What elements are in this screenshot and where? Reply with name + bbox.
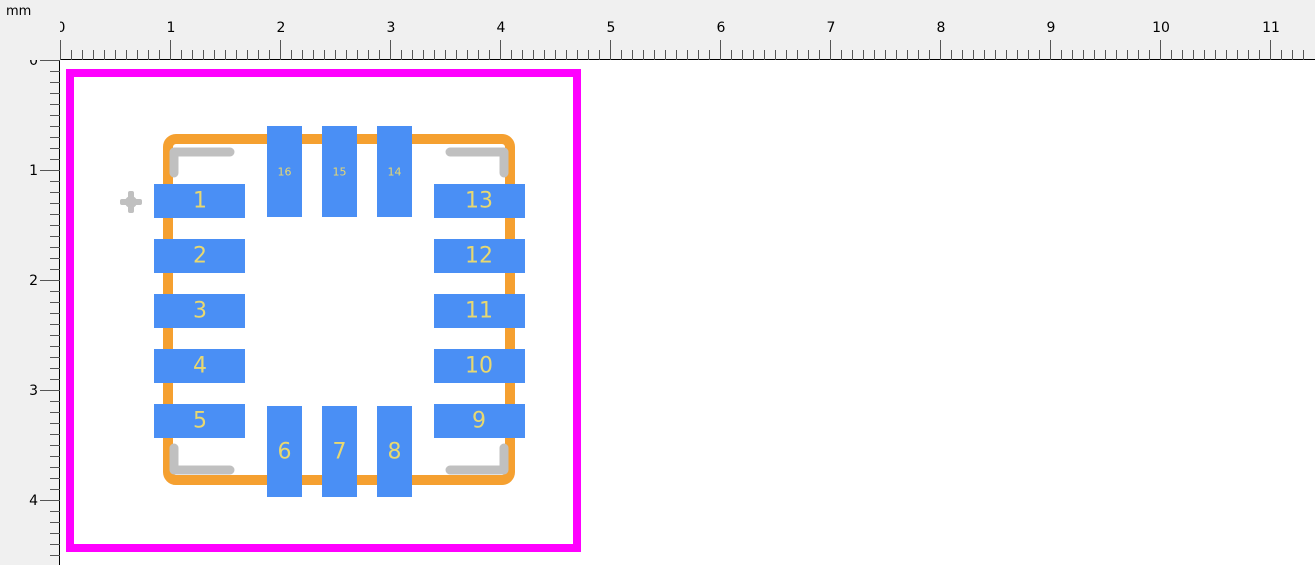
pad-label: 1: [193, 189, 207, 214]
pad-shape: [154, 184, 245, 218]
pad-shape: [434, 294, 525, 328]
pad-label: 11: [465, 299, 493, 324]
pad-5[interactable]: 5: [154, 404, 245, 438]
pad-shape: [154, 294, 245, 328]
pad-label: 16: [278, 166, 292, 179]
ruler-y-label: 1: [29, 163, 38, 179]
pad-label: 6: [278, 440, 292, 465]
ruler-y-label: 0: [29, 60, 38, 69]
pad-2[interactable]: 2: [154, 239, 245, 273]
pad-label: 7: [333, 440, 347, 465]
pad-14[interactable]: 14: [377, 126, 412, 217]
ruler-x-label: 2: [277, 20, 286, 36]
pad-label: 15: [333, 166, 347, 179]
ruler-x-label: 6: [717, 20, 726, 36]
pin1-marker-bar-v: [128, 191, 134, 213]
pad-label: 10: [465, 354, 493, 379]
pad-label: 4: [193, 354, 207, 379]
ruler-corner: mm: [0, 0, 60, 60]
pad-label: 2: [193, 244, 207, 269]
pad-11[interactable]: 11: [434, 294, 525, 328]
pad-label: 13: [465, 189, 493, 214]
pad-16[interactable]: 16: [267, 126, 302, 217]
ruler-y-label: 2: [29, 273, 38, 289]
ruler-x-label: 8: [937, 20, 946, 36]
ruler-x-label: 11: [1262, 20, 1280, 36]
pad-shape: [154, 239, 245, 273]
pad-shape: [267, 126, 302, 217]
pad-shape: [377, 126, 412, 217]
silkscreen-corners: [169, 147, 509, 475]
pad-label: 8: [388, 440, 402, 465]
ruler-x-label: 3: [387, 20, 396, 36]
pin1-marker-icon: [120, 191, 142, 213]
ruler-x-label: 7: [827, 20, 836, 36]
component-boundary: [66, 69, 581, 552]
pad-shape: [434, 239, 525, 273]
pad-shape: [154, 349, 245, 383]
ruler-y-label: 4: [29, 493, 38, 509]
pad-shape: [434, 404, 525, 438]
pad-shape: [322, 126, 357, 217]
silkscreen-corner: [445, 147, 509, 178]
pad-12[interactable]: 12: [434, 239, 525, 273]
pad-shape: [434, 349, 525, 383]
boundary-rect: [66, 69, 581, 552]
pad-shape: [154, 404, 245, 438]
pad-label: 14: [388, 166, 402, 179]
pad-7[interactable]: 7: [322, 406, 357, 497]
pad-shape: [322, 406, 357, 497]
ruler-unit-label: mm: [6, 4, 32, 19]
pad-4[interactable]: 4: [154, 349, 245, 383]
ruler-y-label: 3: [29, 383, 38, 399]
pad-label: 9: [472, 409, 486, 434]
pad-9[interactable]: 9: [434, 404, 525, 438]
ruler-x-label: 1: [167, 20, 176, 36]
pad-1[interactable]: 1: [154, 184, 245, 218]
pad-shape: [434, 184, 525, 218]
pad-label: 3: [193, 299, 207, 324]
ruler-x-label: 10: [1152, 20, 1170, 36]
pad-3[interactable]: 3: [154, 294, 245, 328]
pad-8[interactable]: 8: [377, 406, 412, 497]
pad-shape: [267, 406, 302, 497]
pad-10[interactable]: 10: [434, 349, 525, 383]
pad-15[interactable]: 15: [322, 126, 357, 217]
ruler-x-label: 9: [1047, 20, 1056, 36]
silkscreen-corner: [445, 443, 509, 475]
pad-6[interactable]: 6: [267, 406, 302, 497]
horizontal-ruler: 0 1 2 3 4 5 6 7 8 9 10 11: [60, 0, 1315, 60]
silkscreen-corner: [169, 147, 235, 178]
pad-label: 12: [465, 244, 493, 269]
pad-shape: [377, 406, 412, 497]
silkscreen-corner: [169, 443, 235, 475]
ruler-x-label: 4: [497, 20, 506, 36]
pad-13[interactable]: 13: [434, 184, 525, 218]
pad-label: 5: [193, 409, 207, 434]
ruler-x-label: 5: [607, 20, 616, 36]
vertical-ruler: 0 1 2 3 4: [0, 60, 60, 565]
ruler-x-label: 0: [60, 20, 65, 36]
